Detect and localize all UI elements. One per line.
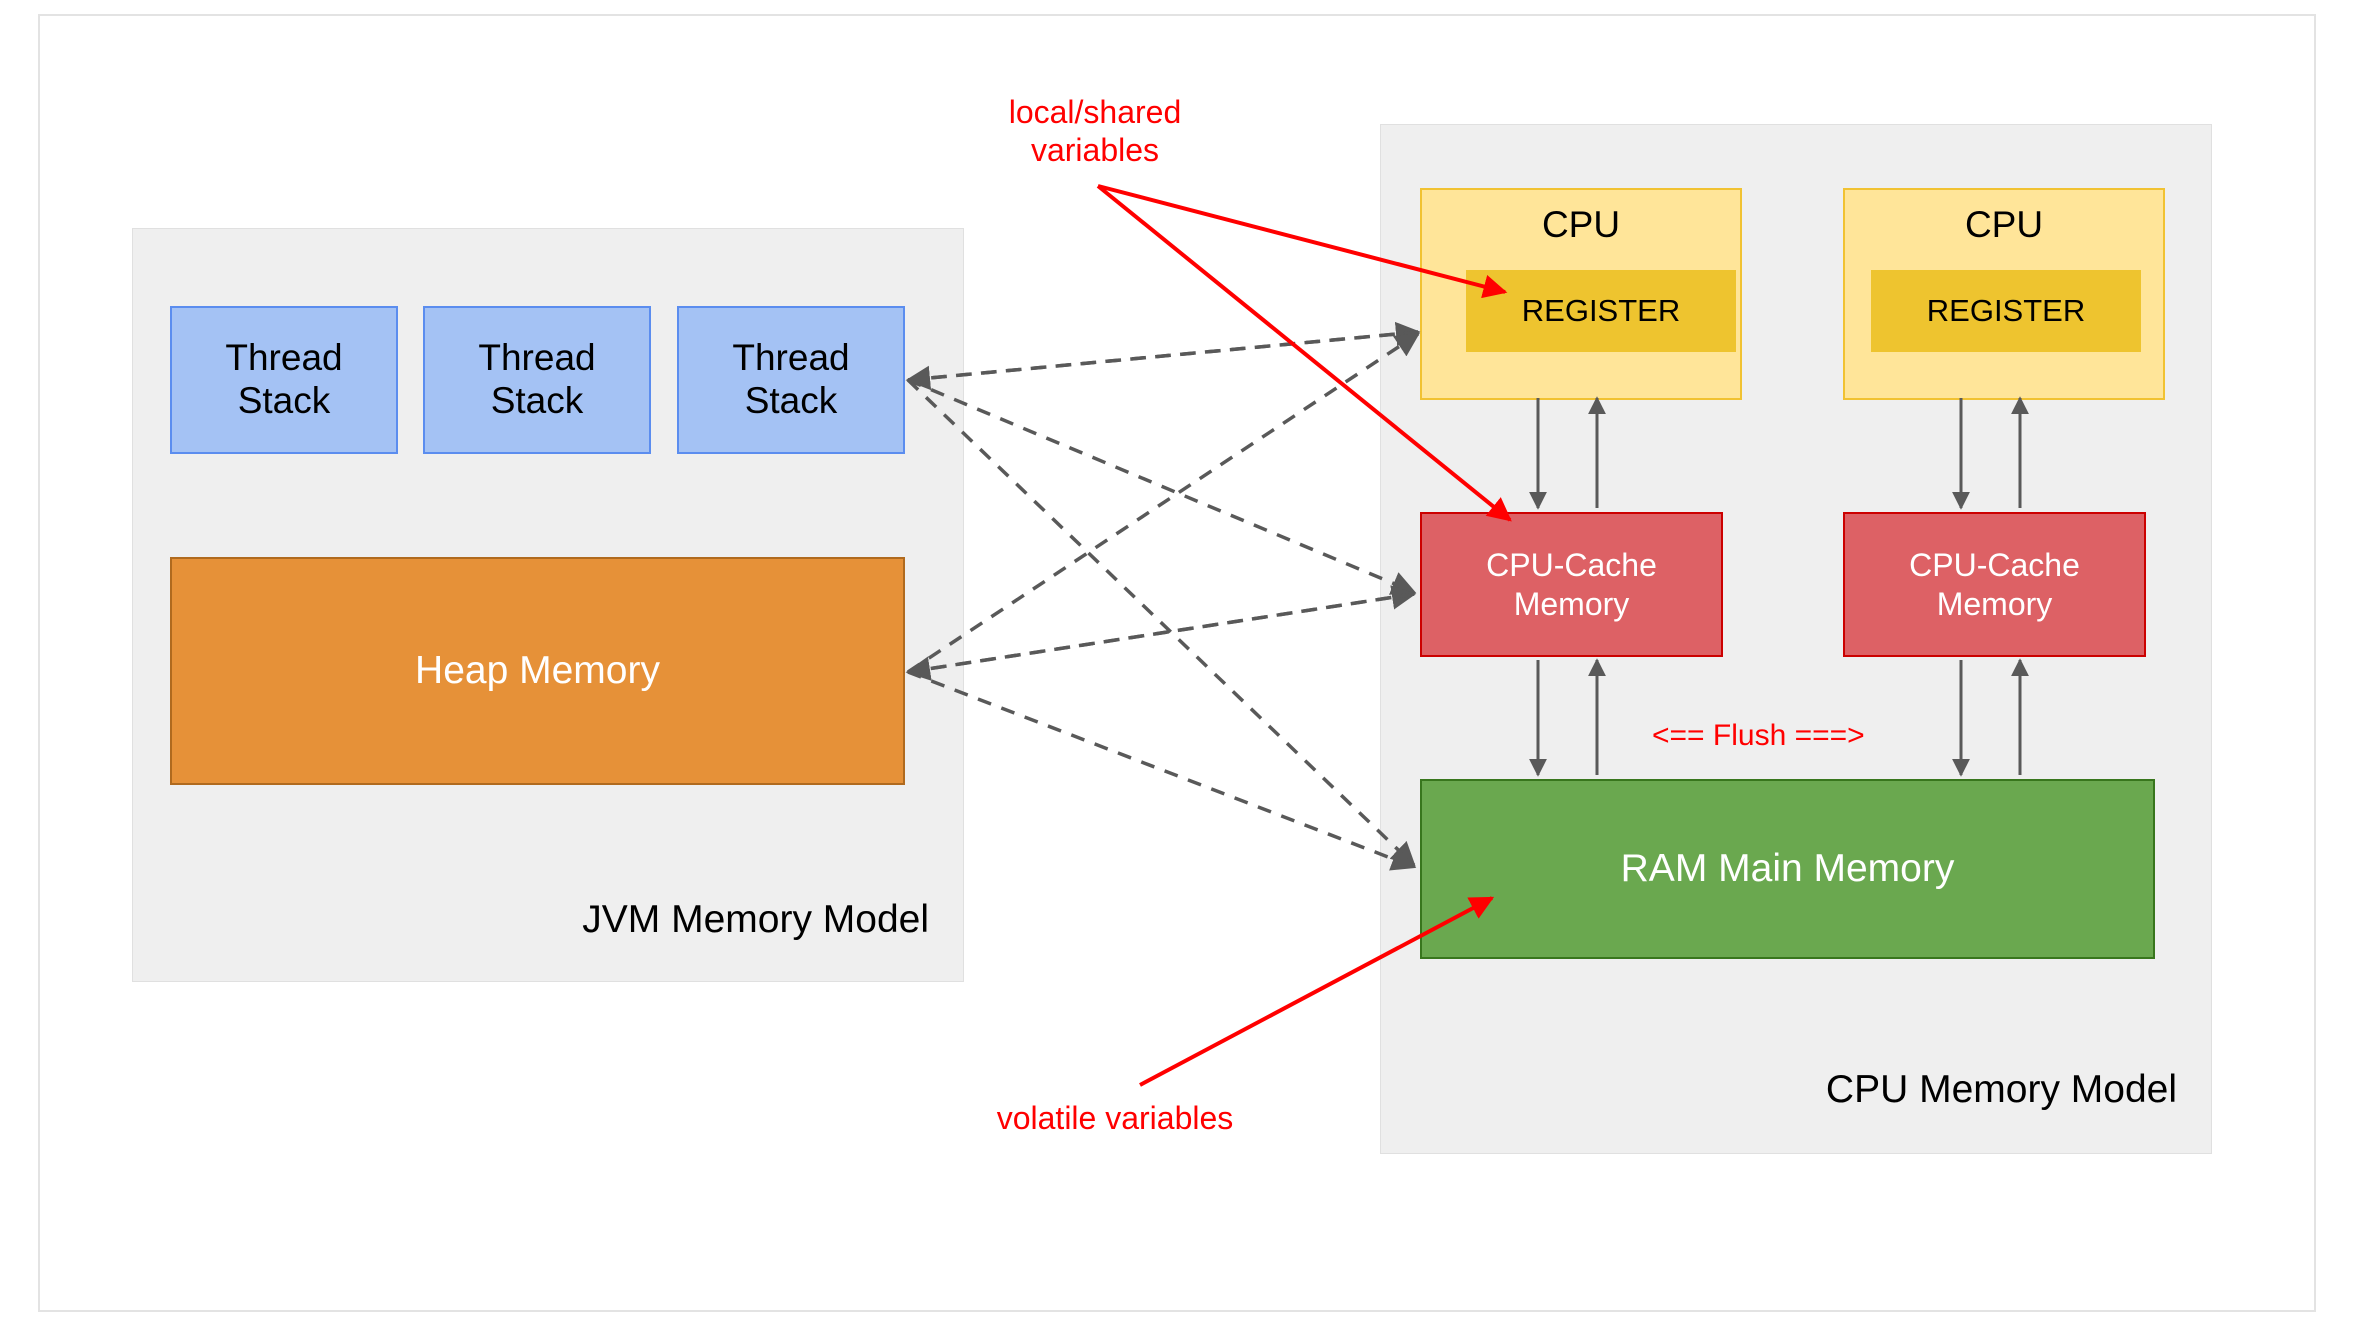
- register-box-1[interactable]: REGISTER: [1466, 270, 1736, 352]
- connector-heap-ram: [907, 670, 1417, 871]
- ram-main-memory-label: RAM Main Memory: [1620, 847, 1955, 890]
- cpu-cache-memory-box-2[interactable]: CPU-Cache Memory: [1843, 512, 2146, 657]
- cpu-label-1: CPU: [1541, 204, 1621, 245]
- ram-main-memory-box[interactable]: RAM Main Memory: [1420, 779, 2155, 959]
- connector-heap-cache: [907, 585, 1417, 674]
- annotation-volatile-variables: volatile variables: [996, 1100, 1234, 1136]
- register-label-1: REGISTER: [1521, 293, 1681, 328]
- heap-memory-label: Heap Memory: [415, 649, 660, 693]
- connector-threadstack-register: [907, 321, 1421, 382]
- cpu-cache-memory-label-2: CPU-Cache Memory: [1909, 547, 2080, 622]
- register-box-2[interactable]: REGISTER: [1871, 270, 2141, 352]
- cpu-box-2[interactable]: CPU REGISTER: [1843, 188, 2165, 400]
- thread-stack-box-3[interactable]: Thread Stack: [677, 306, 905, 454]
- thread-stack-label-2: Thread Stack: [478, 337, 596, 421]
- cpu-label-2: CPU: [1964, 204, 2044, 245]
- thread-stack-label-1: Thread Stack: [225, 337, 343, 421]
- thread-stack-box-1[interactable]: Thread Stack: [170, 306, 398, 454]
- connector-cache-heap: [905, 592, 1415, 681]
- cpu-cache-memory-box-1[interactable]: CPU-Cache Memory: [1420, 512, 1723, 657]
- register-label-2: REGISTER: [1926, 293, 2086, 328]
- annotation-flush: <== Flush ===>: [1652, 719, 1865, 752]
- cpu-box-1[interactable]: CPU REGISTER: [1420, 188, 1742, 400]
- jvm-panel-title: JVM Memory Model: [582, 898, 929, 941]
- cpu-panel-title: CPU Memory Model: [1825, 1068, 2177, 1111]
- connector-threadstack-cache: [907, 378, 1417, 595]
- connector-register-threadstack: [905, 330, 1419, 391]
- annotation-local-shared-variables: local/shared variables: [1008, 94, 1182, 168]
- connector-threadstack-ram: [906, 378, 1416, 867]
- heap-memory-box[interactable]: Heap Memory: [170, 557, 905, 785]
- thread-stack-label-3: Thread Stack: [732, 337, 850, 421]
- thread-stack-box-2[interactable]: Thread Stack: [423, 306, 651, 454]
- cpu-cache-memory-label-1: CPU-Cache Memory: [1486, 547, 1657, 622]
- connector-heap-register: [907, 332, 1421, 674]
